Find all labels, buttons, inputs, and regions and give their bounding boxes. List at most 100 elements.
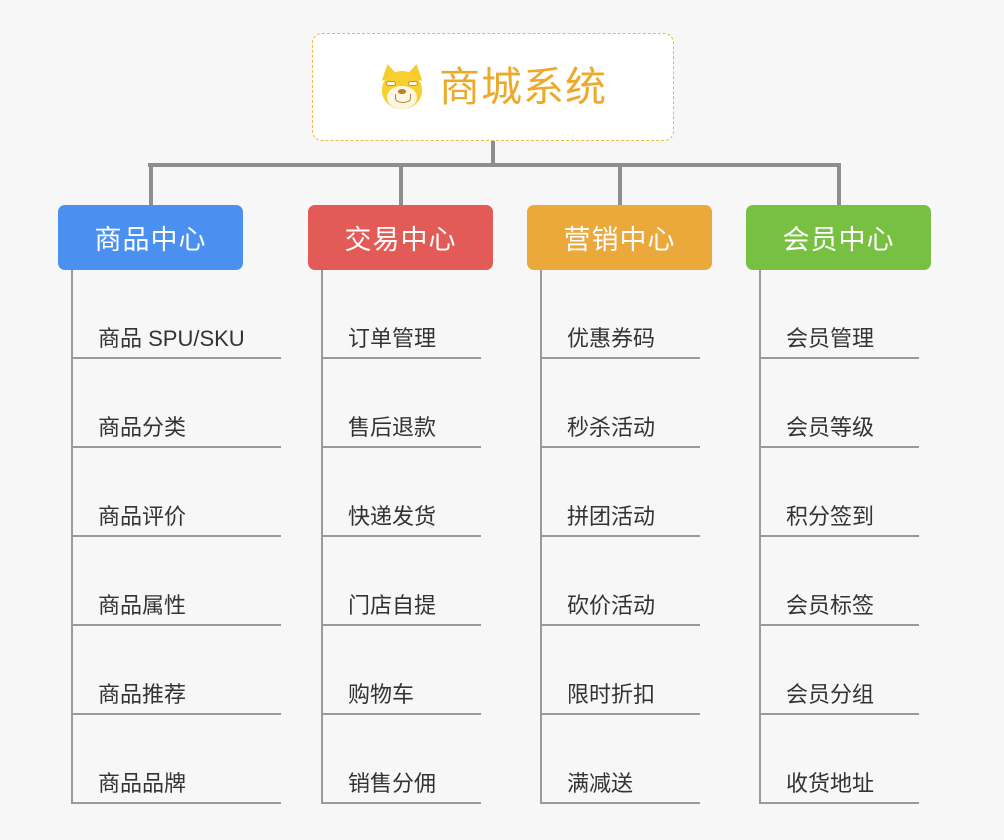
leaf-trunk-line — [321, 270, 323, 804]
leaf-item[interactable]: 商品分类 — [58, 359, 281, 448]
leaf-item[interactable]: 满减送 — [527, 715, 712, 804]
connector-drop-3 — [617, 163, 622, 205]
leaf-list: 订单管理售后退款快递发货门店自提购物车销售分佣 — [308, 270, 493, 804]
leaf-item-label: 商品推荐 — [98, 682, 187, 707]
leaf-item-rule — [759, 535, 919, 537]
connector-drop-4 — [836, 163, 841, 205]
leaf-list: 会员管理会员等级积分签到会员标签会员分组收货地址 — [746, 270, 931, 804]
root-node[interactable]: 商城系统 — [312, 33, 674, 141]
leaf-item-label: 商品分类 — [98, 415, 187, 440]
shiba-eye-right — [408, 81, 418, 86]
leaf-item-rule — [71, 535, 281, 537]
leaf-item[interactable]: 销售分佣 — [308, 715, 493, 804]
leaf-item[interactable]: 会员分组 — [746, 626, 931, 715]
leaf-item-rule — [321, 535, 481, 537]
category-header-2[interactable]: 交易中心 — [308, 205, 493, 270]
leaf-item-rule — [759, 802, 919, 804]
leaf-item-label: 商品属性 — [98, 593, 187, 618]
leaf-item-label: 商品品牌 — [98, 771, 187, 796]
leaf-item[interactable]: 砍价活动 — [527, 537, 712, 626]
leaf-item-label: 门店自提 — [348, 593, 437, 618]
leaf-item-rule — [540, 802, 700, 804]
leaf-item-label: 砍价活动 — [567, 593, 656, 618]
leaf-item-label: 秒杀活动 — [567, 415, 656, 440]
category-column-2: 交易中心订单管理售后退款快递发货门店自提购物车销售分佣 — [308, 205, 493, 804]
leaf-trunk-line — [71, 270, 73, 804]
leaf-item[interactable]: 优惠券码 — [527, 270, 712, 359]
leaf-item-label: 限时折扣 — [567, 682, 656, 707]
leaf-item[interactable]: 购物车 — [308, 626, 493, 715]
leaf-list: 优惠券码秒杀活动拼团活动砍价活动限时折扣满减送 — [527, 270, 712, 804]
connector-drop-2 — [398, 163, 403, 205]
leaf-item-rule — [759, 446, 919, 448]
leaf-item-label: 收货地址 — [786, 771, 875, 796]
leaf-item[interactable]: 收货地址 — [746, 715, 931, 804]
leaf-trunk-line — [540, 270, 542, 804]
category-header-3[interactable]: 营销中心 — [527, 205, 712, 270]
leaf-item[interactable]: 商品评价 — [58, 448, 281, 537]
leaf-item[interactable]: 商品属性 — [58, 537, 281, 626]
leaf-item[interactable]: 限时折扣 — [527, 626, 712, 715]
leaf-item[interactable]: 商品推荐 — [58, 626, 281, 715]
shiba-eye-left — [386, 81, 396, 86]
leaf-item-rule — [71, 802, 281, 804]
leaf-item-label: 积分签到 — [786, 504, 875, 529]
leaf-item-label: 会员分组 — [786, 682, 875, 707]
leaf-item-rule — [759, 357, 919, 359]
leaf-item[interactable]: 拼团活动 — [527, 448, 712, 537]
leaf-item-rule — [540, 446, 700, 448]
category-header-label: 会员中心 — [782, 225, 895, 255]
leaf-item-label: 会员等级 — [786, 415, 875, 440]
leaf-item-label: 会员标签 — [786, 593, 875, 618]
leaf-item-label: 销售分佣 — [348, 771, 437, 796]
shiba-mouth — [395, 94, 411, 103]
category-header-label: 营销中心 — [563, 225, 676, 255]
leaf-item-rule — [321, 446, 481, 448]
leaf-item-rule — [71, 624, 281, 626]
leaf-item-rule — [759, 713, 919, 715]
leaf-item-label: 商品 SPU/SKU — [98, 326, 245, 351]
leaf-item[interactable]: 积分签到 — [746, 448, 931, 537]
leaf-item[interactable]: 商品 SPU/SKU — [58, 270, 281, 359]
category-column-3: 营销中心优惠券码秒杀活动拼团活动砍价活动限时折扣满减送 — [527, 205, 712, 804]
leaf-item[interactable]: 会员等级 — [746, 359, 931, 448]
connector-root-stem — [491, 141, 495, 166]
leaf-item[interactable]: 快递发货 — [308, 448, 493, 537]
shiba-dog-face-icon — [378, 62, 426, 110]
leaf-item[interactable]: 秒杀活动 — [527, 359, 712, 448]
leaf-item-rule — [321, 713, 481, 715]
leaf-item[interactable]: 订单管理 — [308, 270, 493, 359]
leaf-item-label: 售后退款 — [348, 415, 437, 440]
leaf-list: 商品 SPU/SKU 商品分类商品评价商品属性商品推荐商品品牌 — [58, 270, 281, 804]
leaf-item-rule — [540, 535, 700, 537]
leaf-item-label: 优惠券码 — [567, 326, 656, 351]
leaf-item-label: 订单管理 — [348, 326, 437, 351]
category-header-label: 商品中心 — [94, 225, 207, 255]
leaf-item-label: 满减送 — [567, 771, 634, 796]
leaf-item-label: 拼团活动 — [567, 504, 656, 529]
leaf-trunk-line — [759, 270, 761, 804]
leaf-item-rule — [71, 446, 281, 448]
leaf-item[interactable]: 售后退款 — [308, 359, 493, 448]
leaf-item-rule — [71, 713, 281, 715]
leaf-item[interactable]: 会员管理 — [746, 270, 931, 359]
category-header-label: 交易中心 — [344, 225, 457, 255]
leaf-item-label: 商品评价 — [98, 504, 187, 529]
leaf-item-rule — [321, 357, 481, 359]
leaf-item[interactable]: 商品品牌 — [58, 715, 281, 804]
category-column-1: 商品中心商品 SPU/SKU 商品分类商品评价商品属性商品推荐商品品牌 — [58, 205, 281, 804]
category-header-4[interactable]: 会员中心 — [746, 205, 931, 270]
leaf-item-label: 购物车 — [348, 682, 415, 707]
leaf-item[interactable]: 会员标签 — [746, 537, 931, 626]
category-column-4: 会员中心会员管理会员等级积分签到会员标签会员分组收货地址 — [746, 205, 931, 804]
leaf-item[interactable]: 门店自提 — [308, 537, 493, 626]
shiba-nose — [398, 89, 406, 94]
leaf-item-label: 快递发货 — [348, 504, 437, 529]
connector-horizontal-bus — [148, 163, 840, 167]
category-header-1[interactable]: 商品中心 — [58, 205, 243, 270]
leaf-item-label: 会员管理 — [786, 326, 875, 351]
connector-drop-1 — [148, 163, 153, 205]
root-title: 商城系统 — [439, 63, 607, 110]
leaf-item-rule — [540, 357, 700, 359]
